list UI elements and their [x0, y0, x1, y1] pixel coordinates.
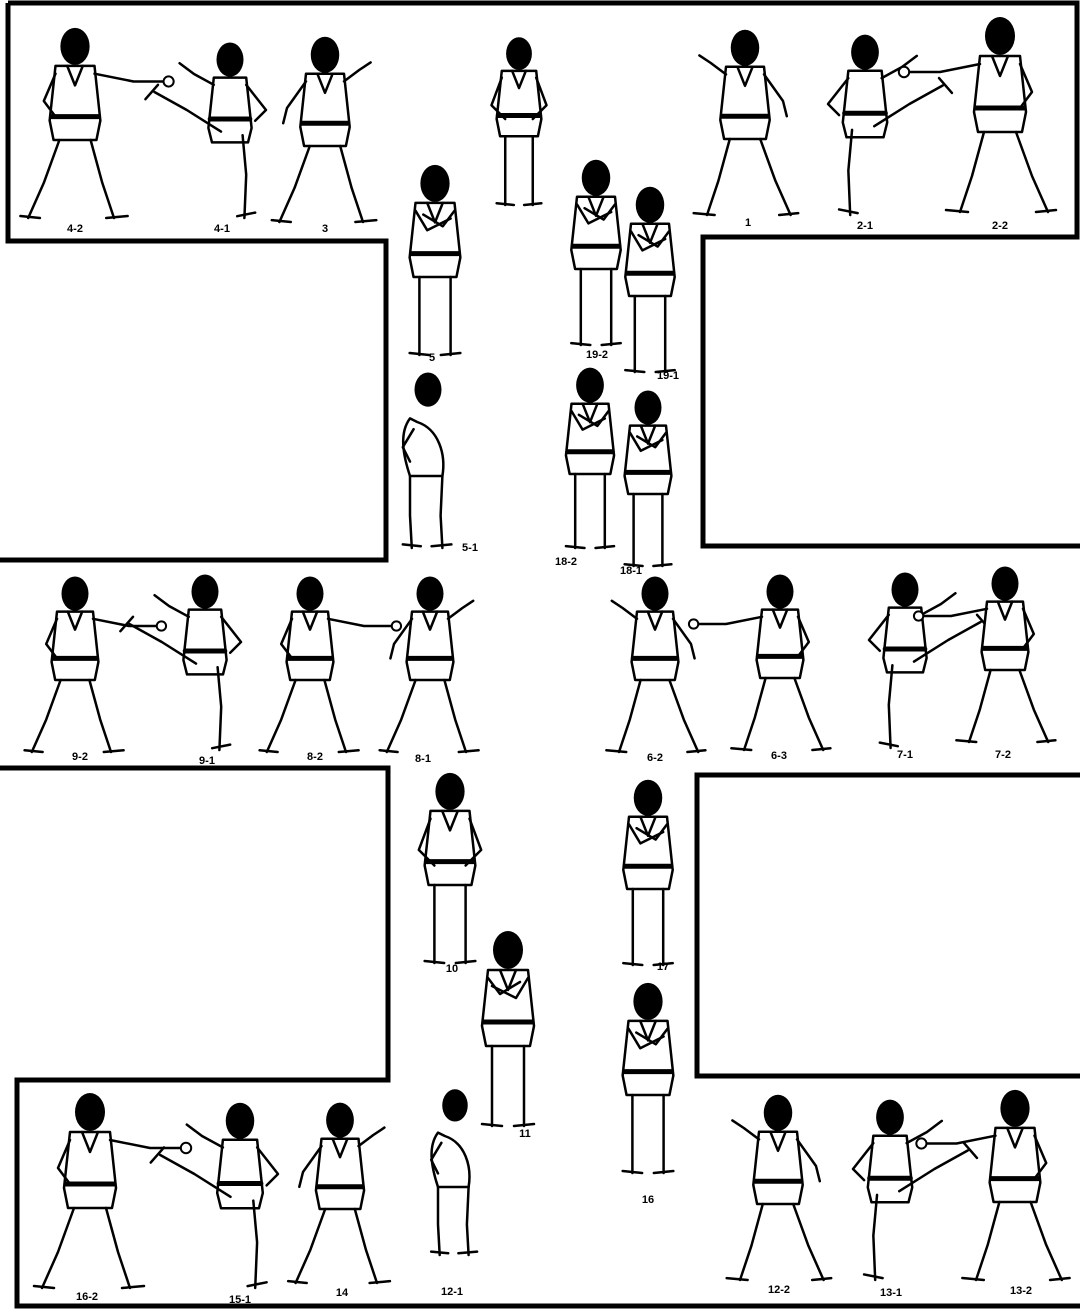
martial-artist-stance-icon	[288, 1103, 390, 1283]
frame-mid-left	[0, 768, 1080, 1306]
step-label: 14	[336, 1287, 349, 1299]
martial-artist-kick-icon	[151, 1103, 278, 1288]
martial-artist-block-icon	[623, 780, 672, 965]
martial-artist-stance-icon	[727, 1095, 832, 1280]
step-label: 16	[642, 1194, 654, 1206]
step-label: 8-2	[307, 751, 323, 763]
step-label: 9-1	[199, 755, 215, 767]
martial-artist-block-icon	[410, 165, 461, 355]
step-label: 2-2	[992, 220, 1008, 232]
frame-mid-right	[697, 775, 1080, 1076]
martial-artist-punch-icon	[25, 577, 166, 753]
step-label: 13-1	[880, 1287, 902, 1299]
martial-artist-block-icon	[571, 160, 620, 345]
step-label: 2-1	[857, 220, 873, 232]
step-label: 7-1	[897, 749, 913, 761]
step-label: 15-1	[229, 1294, 251, 1306]
martial-artist-ready-icon	[419, 773, 481, 963]
martial-artist-kick-icon	[869, 573, 990, 749]
step-label: 4-2	[67, 223, 83, 235]
martial-artist-bow-icon	[431, 1089, 477, 1255]
martial-artist-punch-icon	[916, 1090, 1069, 1280]
step-label: 8-1	[415, 753, 431, 765]
step-label: 16-2	[76, 1291, 98, 1303]
step-label: 12-1	[441, 1286, 463, 1298]
step-label: 7-2	[995, 749, 1011, 761]
step-label: 1	[745, 217, 751, 229]
step-label: 19-1	[657, 370, 679, 382]
step-label: 10	[446, 963, 458, 975]
martial-artist-kick-icon	[853, 1100, 977, 1280]
step-label: 13-2	[1010, 1285, 1032, 1297]
martial-artist-stance-icon	[380, 577, 479, 753]
martial-artist-stance-icon	[272, 37, 377, 222]
martial-artist-block-icon	[625, 391, 672, 567]
step-label: 9-2	[72, 751, 88, 763]
martial-artist-stance-icon	[694, 30, 799, 215]
martial-artist-punch-icon	[899, 17, 1056, 212]
step-label: 5	[429, 352, 435, 364]
martial-artist-punch-icon	[34, 1093, 191, 1288]
step-label: 12-2	[768, 1284, 790, 1296]
martial-artist-block-icon	[625, 187, 674, 372]
step-label: 17	[657, 961, 669, 973]
step-label: 6-2	[647, 752, 663, 764]
martial-artist-kick-icon	[828, 35, 952, 215]
martial-artist-block-icon	[566, 368, 614, 548]
martial-artist-kick-icon	[120, 575, 241, 751]
martial-artist-bow-icon	[403, 373, 452, 549]
step-label: 6-3	[771, 750, 787, 762]
martial-artist-punch-icon	[914, 567, 1055, 743]
step-label: 11	[519, 1128, 531, 1140]
martial-artist-punch-icon	[20, 28, 173, 218]
step-label: 18-2	[555, 556, 577, 568]
step-label: 5-1	[462, 542, 478, 554]
step-label: 3	[322, 223, 328, 235]
step-label: 18-1	[620, 565, 642, 577]
martial-artist-block-icon	[482, 931, 534, 1126]
martial-artist-block-icon	[623, 983, 674, 1173]
step-label: 19-2	[586, 349, 608, 361]
step-label: 4-1	[214, 223, 230, 235]
martial-artist-ready-icon	[491, 37, 546, 205]
martial-artist-punch-icon	[689, 575, 830, 751]
martial-artist-punch-icon	[260, 577, 401, 753]
martial-artist-kick-icon	[145, 43, 266, 219]
martial-artist-stance-icon	[606, 577, 705, 753]
